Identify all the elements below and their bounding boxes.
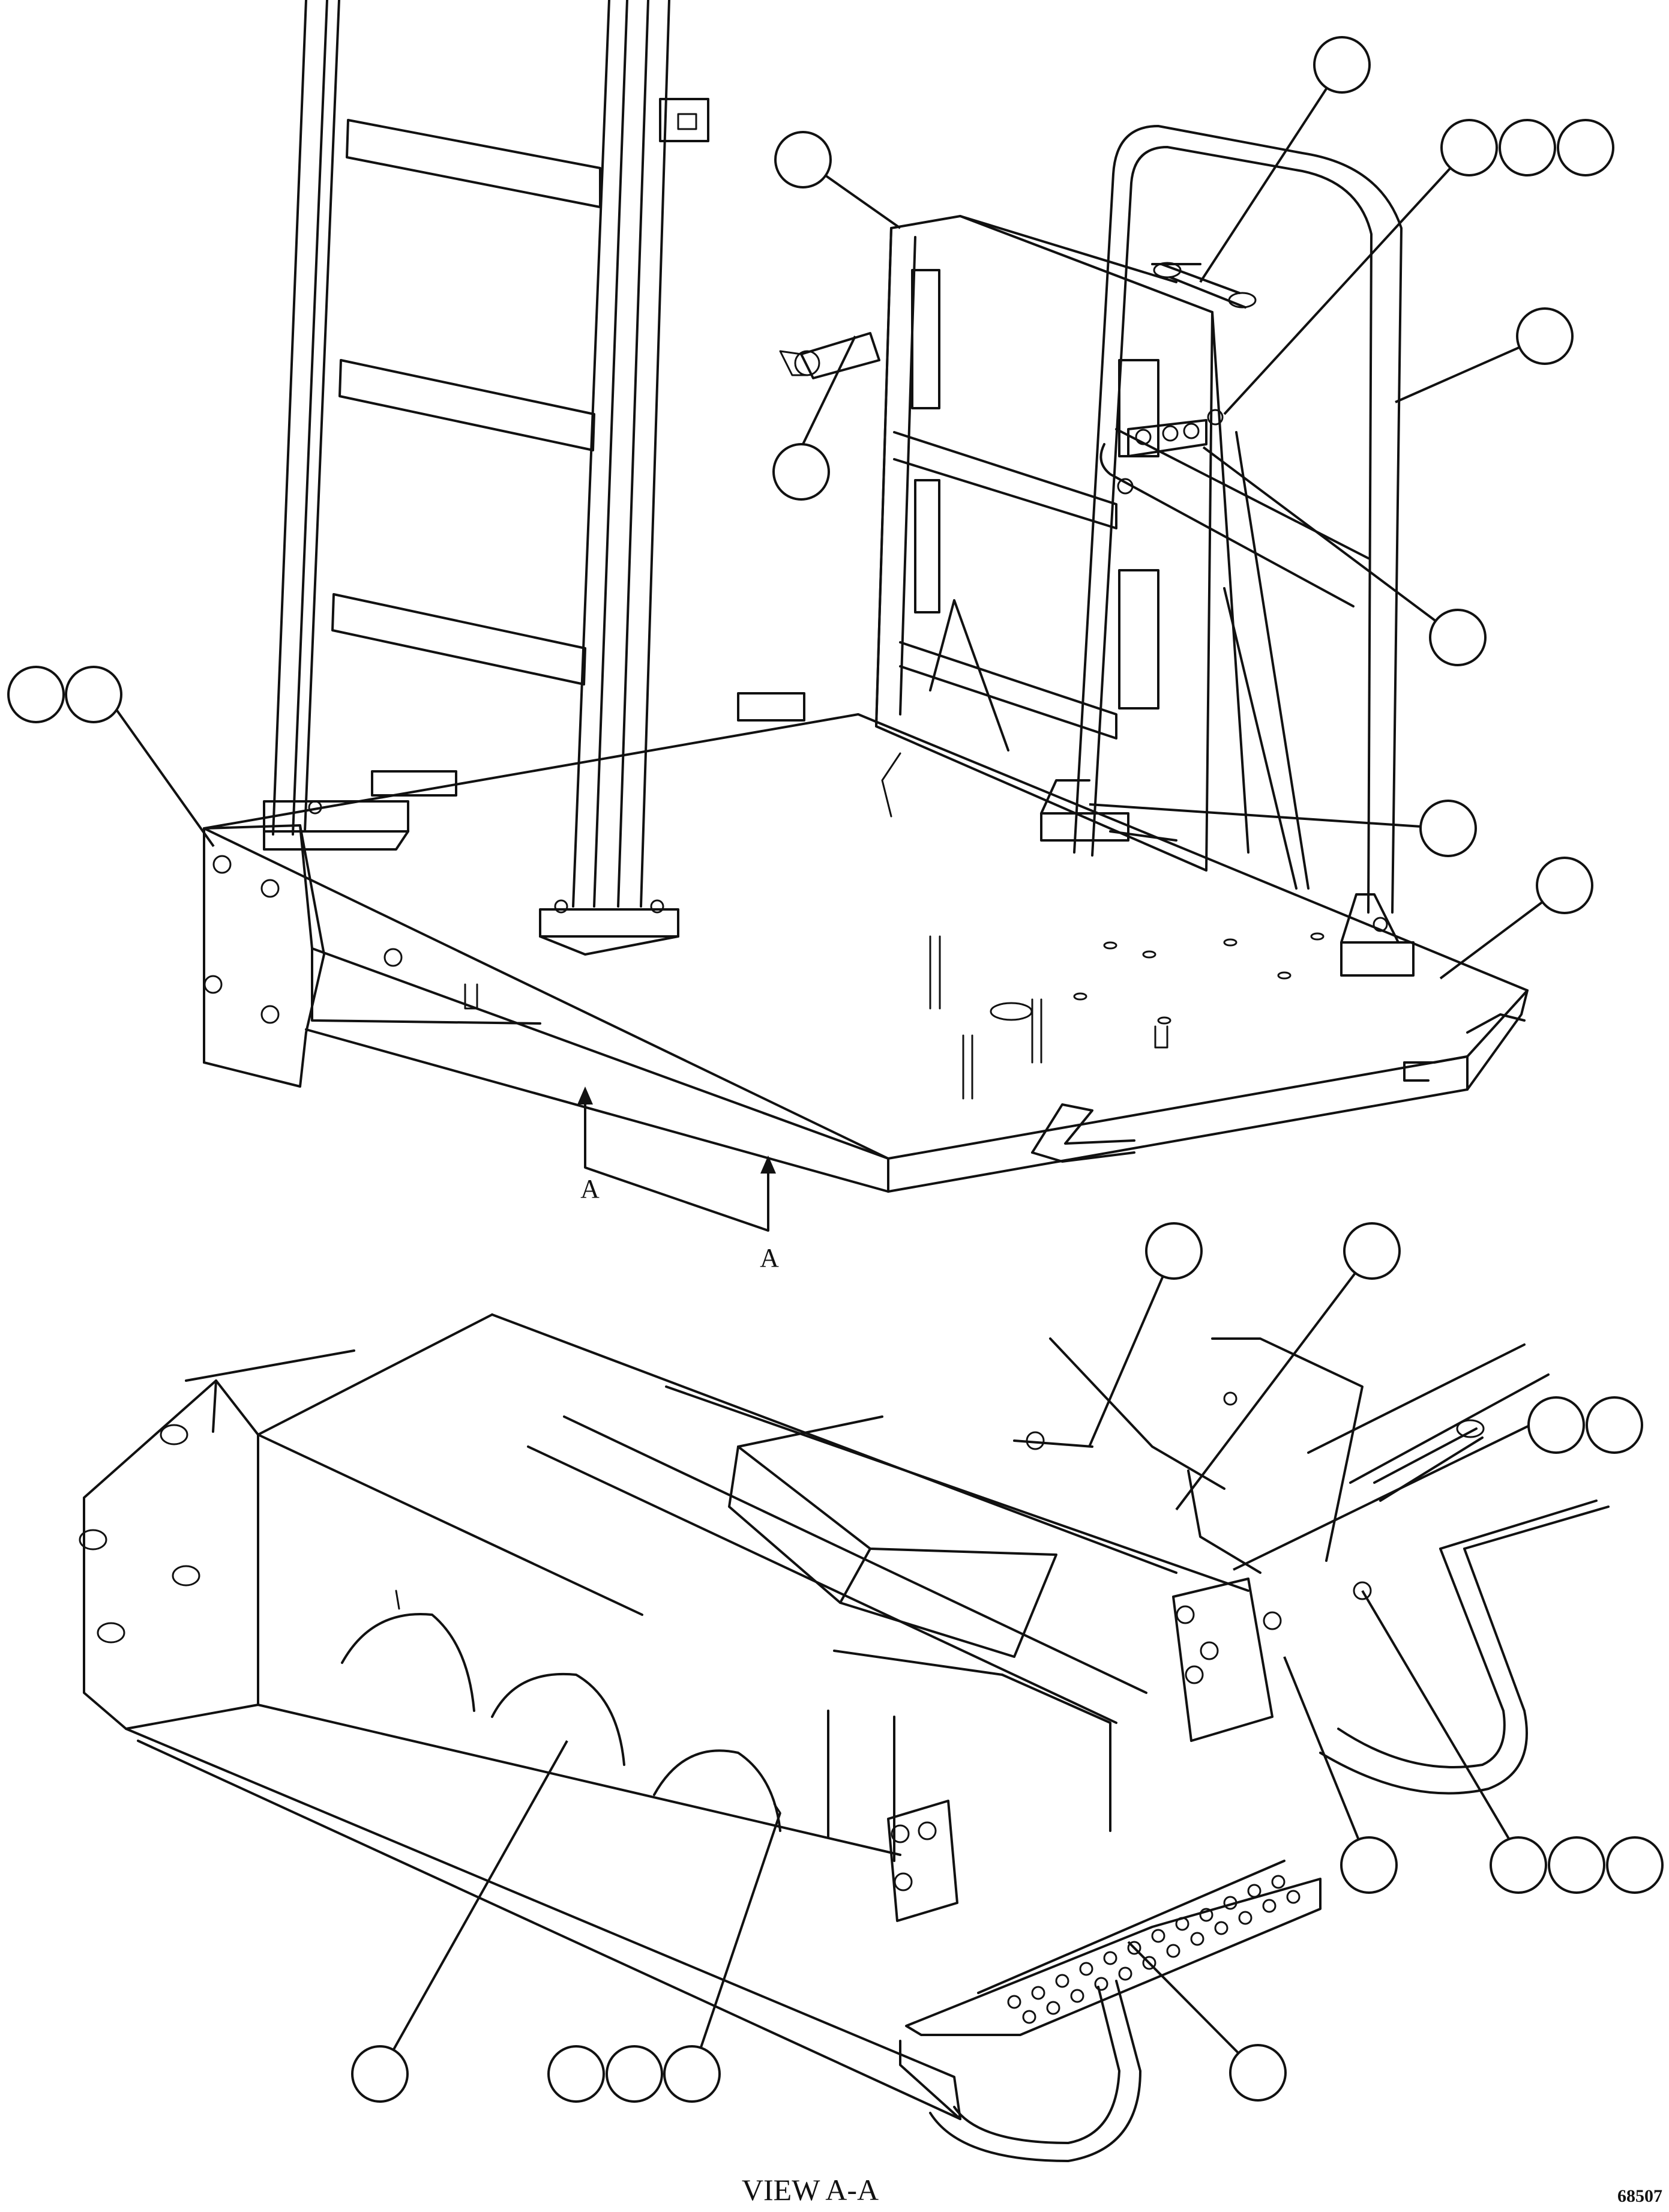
- callout-balloon: [1340, 1836, 1398, 1894]
- lower-step-mount: [1031, 1013, 1526, 1163]
- callouts: [7, 36, 1664, 2103]
- leader-line: [1088, 1250, 1175, 1447]
- callout-balloon: [1527, 1396, 1585, 1454]
- callout-balloon: [1343, 1222, 1401, 1280]
- callout-balloon: [663, 2045, 721, 2103]
- leader-line: [1089, 803, 1449, 830]
- cable-guides: [341, 1590, 781, 1832]
- callout-balloon: [1536, 857, 1593, 914]
- handrail: [1040, 125, 1415, 977]
- leader-line: [1199, 64, 1343, 283]
- callout-balloon: [1548, 1836, 1605, 1894]
- stowed-step-panel: [875, 215, 1213, 872]
- end-plate: [79, 1313, 493, 1730]
- callout-balloon: [1145, 1222, 1203, 1280]
- cable-and-pin-assembly: [1013, 1337, 1550, 1600]
- callout-balloon: [1419, 800, 1477, 857]
- end-bracket-left: [203, 824, 541, 1088]
- section-label-end: A: [760, 1243, 779, 1273]
- section-label-start: A: [580, 1174, 600, 1204]
- leader-line: [1283, 1656, 1370, 1866]
- callout-balloon: [351, 2045, 409, 2103]
- platform-assembly-upper-view: A A: [203, 0, 1529, 1273]
- step-tread-holes: [1007, 1875, 1301, 2024]
- hinge-pin-assembly: [779, 332, 880, 379]
- callout-balloon: [1229, 2044, 1287, 2102]
- callout-balloon: [1586, 1396, 1643, 1454]
- side-support-bracket: [1109, 311, 1310, 890]
- callout-balloon: [7, 666, 65, 723]
- callout-balloon: [774, 131, 832, 188]
- callout-balloon: [1606, 1836, 1664, 1894]
- underside-frame: [125, 1313, 1249, 2120]
- section-a-a-marker: A A: [577, 1086, 779, 1273]
- center-beam: [728, 1415, 1111, 1832]
- leader-line: [1361, 1590, 1520, 1856]
- view-a-a: VIEW A-A: [79, 1313, 1610, 2207]
- ladder: [272, 0, 709, 908]
- leader-line: [1175, 1250, 1373, 1511]
- leader-line: [800, 336, 856, 448]
- leader-line: [104, 693, 215, 848]
- view-title: VIEW A-A: [742, 2173, 879, 2207]
- step-side-brackets: [887, 1578, 1282, 1922]
- leader-line: [1202, 446, 1459, 639]
- leader-line: [1127, 1941, 1259, 2074]
- callout-balloon: [772, 443, 830, 501]
- ladder-base-pads: [263, 692, 805, 956]
- callout-balloon: [1499, 119, 1556, 176]
- callout-balloon: [65, 666, 122, 723]
- leader-line: [379, 1740, 568, 2075]
- callout-balloon: [1516, 307, 1574, 365]
- callout-balloon: [1429, 609, 1487, 666]
- callout-balloon: [1440, 119, 1498, 176]
- callout-balloon: [1557, 119, 1614, 176]
- leader-line: [1233, 1424, 1531, 1571]
- leader-line: [1223, 146, 1470, 415]
- figure-number: 68507: [1617, 2186, 1662, 2206]
- leader-line: [691, 1812, 781, 2075]
- step-tread: [905, 1860, 1322, 2036]
- deck-fasteners: [929, 932, 1325, 1100]
- platform-deck: [203, 713, 1529, 1193]
- callout-balloon: [547, 2045, 605, 2103]
- callout-balloon: [606, 2045, 663, 2103]
- callout-balloon: [1313, 36, 1371, 94]
- callout-balloon: [1490, 1836, 1547, 1894]
